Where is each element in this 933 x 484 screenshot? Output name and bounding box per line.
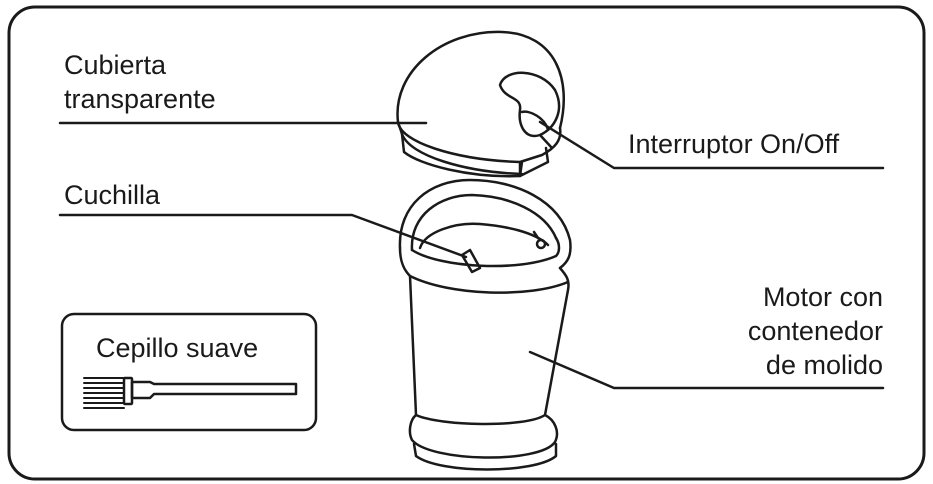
- leader-blade: [58, 213, 468, 259]
- label-cover-line1: Cubierta: [64, 50, 167, 80]
- label-cover-line2: transparente: [64, 84, 216, 114]
- label-motor-container: Motor con contenedor de molido: [748, 280, 883, 382]
- leader-lines: [58, 120, 885, 390]
- label-motor-line2: contenedor: [747, 316, 883, 346]
- outer-frame: [7, 5, 926, 481]
- label-on-off-switch: Interruptor On/Off: [628, 129, 840, 159]
- transparent-cover-drawing: [396, 30, 565, 178]
- brush-frame: [60, 312, 318, 432]
- label-transparent-cover: Cubierta transparente: [64, 48, 216, 116]
- leader-switch: [538, 120, 885, 170]
- label-blade: Cuchilla: [64, 180, 161, 210]
- brush-box: [60, 312, 318, 432]
- leader-motor: [528, 350, 885, 390]
- label-motor-line3: de molido: [765, 350, 883, 380]
- grinder-body-drawing: [398, 178, 572, 471]
- label-soft-brush: Cepillo suave: [96, 333, 259, 363]
- label-motor-line1: Motor con: [762, 282, 883, 312]
